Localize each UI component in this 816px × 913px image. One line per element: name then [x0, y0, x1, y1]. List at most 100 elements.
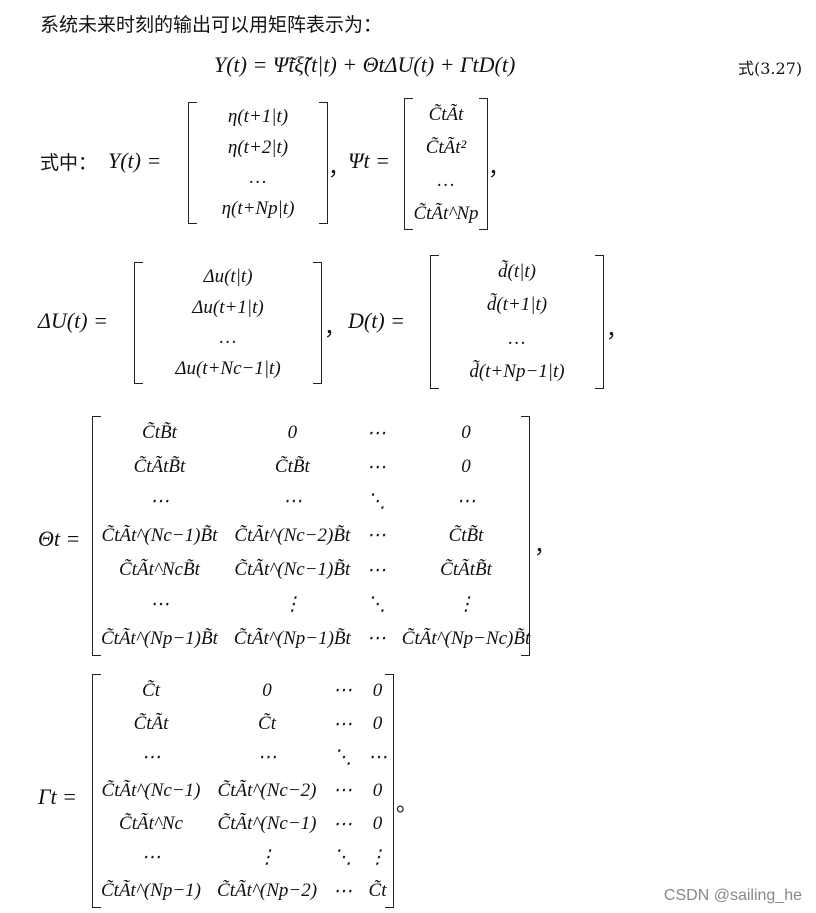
- gamma-cell: ⋯: [333, 813, 353, 835]
- deltau-vector-table: Δu(t|t) Δu(t+1|t) … Δu(t+Nc−1|t): [135, 262, 321, 384]
- theta-cell: ⋮: [456, 594, 476, 616]
- gamma-cell: C̃tÃt: [133, 713, 169, 735]
- theta-cell: ⋯: [149, 594, 169, 616]
- theta-cell: 0: [461, 456, 471, 478]
- gamma-cell: 0: [372, 679, 383, 701]
- psi-lhs: Ψt =: [348, 148, 390, 173]
- period: 。: [396, 792, 419, 817]
- deltau-row: Δu(t|t): [203, 266, 253, 288]
- comma: ，: [324, 316, 347, 341]
- d-row: …: [508, 327, 526, 349]
- psi-row: …: [437, 169, 455, 191]
- theta-cell: ⋮: [282, 594, 302, 616]
- gamma-cell: ⋯: [333, 780, 353, 802]
- comma: ，: [606, 318, 629, 343]
- gamma-cell: ⋯: [333, 713, 353, 735]
- gamma-cell: ⋯: [257, 747, 277, 769]
- psi-row: C̃tÃt^Np: [413, 202, 479, 224]
- gamma-cell: ⋱: [333, 847, 353, 869]
- psi-row: C̃tÃt²: [425, 136, 467, 158]
- deltau-lhs: ΔU(t) =: [38, 308, 108, 333]
- theta-matrix: C̃tB̃t 0 ⋯ 0 C̃tÃtB̃t C̃tB̃t ⋯ 0 ⋯ ⋯ ⋱ ⋯…: [92, 416, 530, 656]
- theta-cell: C̃tÃt^NcB̃t: [119, 559, 200, 581]
- theta-cell: ⋱: [366, 594, 386, 616]
- y-row: η(t+Np|t): [221, 197, 295, 219]
- psi-row: C̃tÃt: [428, 103, 464, 125]
- theta-cell: C̃tB̃t: [142, 422, 177, 444]
- gamma-cell: ⋯: [141, 747, 161, 769]
- deltau-row: Δu(t+Nc−1|t): [175, 357, 281, 379]
- gamma-cell: C̃tÃt^(Np−2): [217, 880, 318, 902]
- y-row: η(t+1|t): [227, 106, 289, 128]
- deltau-row: Δu(t+1|t): [192, 296, 264, 318]
- theta-cell: C̃tB̃t: [448, 524, 484, 546]
- theta-cell: ⋯: [366, 422, 386, 444]
- psi-matrix: C̃tÃt C̃tÃt² … C̃tÃt^Np: [404, 98, 488, 230]
- theta-cell: C̃tÃt^(Np−1)B̃t: [101, 627, 218, 649]
- theta-cell: C̃tB̃t: [274, 456, 310, 478]
- y-matrix: η(t+1|t) η(t+2|t) … η(t+Np|t): [188, 102, 328, 224]
- psi-vector-table: C̃tÃt C̃tÃt² … C̃tÃt^Np: [405, 98, 487, 230]
- theta-cell: C̃tÃt^(Np−Nc)B̃t: [401, 627, 531, 649]
- gamma-cell: C̃t: [368, 880, 387, 902]
- y-lhs: Y(t) =: [108, 148, 162, 173]
- gamma-cell: ⋯: [333, 680, 353, 702]
- gamma-cell: C̃t: [142, 679, 160, 701]
- gamma-matrix: C̃t 0 ⋯ 0 C̃tÃt C̃t ⋯ 0 ⋯ ⋯ ⋱ ⋯ C̃tÃt^(N…: [92, 674, 394, 908]
- theta-cell: ⋱: [366, 491, 386, 513]
- theta-cell: C̃tÃtB̃t: [133, 456, 186, 478]
- y-vector-table: η(t+1|t) η(t+2|t) … η(t+Np|t): [189, 102, 327, 224]
- gamma-cell: 0: [372, 713, 383, 735]
- gamma-cell: ⋯: [333, 880, 353, 902]
- gamma-cell: ⋮: [368, 847, 388, 869]
- y-row: …: [249, 167, 267, 189]
- theta-cell: ⋯: [149, 491, 169, 513]
- d-matrix: d̃(t|t) d̃(t+1|t) … d̃(t+Np−1|t): [430, 255, 604, 389]
- theta-cell: C̃tÃt^(Nc−1)B̃t: [101, 524, 218, 546]
- y-row: η(t+2|t): [227, 136, 289, 158]
- theta-matrix-table: C̃tB̃t 0 ⋯ 0 C̃tÃtB̃t C̃tB̃t ⋯ 0 ⋯ ⋯ ⋱ ⋯…: [93, 416, 538, 656]
- intro-text: 系统未来时刻的输出可以用矩阵表示为：: [40, 14, 383, 36]
- theta-cell: ⋯: [366, 525, 386, 547]
- gamma-cell: C̃tÃt^(Nc−1): [101, 779, 201, 801]
- deltau-row: …: [219, 327, 237, 349]
- gamma-lhs: Γt =: [38, 784, 77, 809]
- theta-cell: ⋯: [456, 491, 476, 513]
- theta-cell: C̃tÃt^(Np−1)B̃t: [233, 627, 351, 649]
- d-lhs: D(t) =: [348, 308, 405, 333]
- theta-cell: ⋯: [366, 559, 386, 581]
- theta-cell: 0: [461, 422, 471, 444]
- gamma-cell: ⋯: [141, 847, 161, 869]
- comma: ，: [488, 156, 511, 181]
- gamma-cell: ⋯: [368, 747, 388, 769]
- d-vector-table: d̃(t|t) d̃(t+1|t) … d̃(t+Np−1|t): [431, 255, 603, 389]
- gamma-cell: C̃tÃt^Nc: [119, 813, 183, 835]
- watermark: CSDN @sailing_he: [663, 887, 802, 904]
- d-row: d̃(t|t): [498, 260, 536, 282]
- theta-lhs: Θt =: [38, 526, 81, 551]
- gamma-cell: 0: [372, 813, 383, 835]
- gamma-cell: C̃tÃt^(Nc−2): [217, 779, 317, 801]
- theta-cell: ⋯: [282, 491, 302, 513]
- gamma-cell: ⋱: [333, 747, 353, 769]
- gamma-cell: 0: [372, 779, 383, 801]
- gamma-cell: C̃tÃt^(Nc−1): [217, 813, 317, 835]
- d-row: d̃(t+Np−1|t): [469, 361, 565, 383]
- gamma-cell: C̃tÃt^(Np−1): [101, 880, 202, 902]
- gamma-cell: C̃t: [258, 713, 276, 735]
- theta-cell: 0: [287, 422, 298, 444]
- gamma-cell: ⋮: [257, 847, 277, 869]
- theta-cell: C̃tÃt^(Nc−2)B̃t: [234, 524, 351, 546]
- equation-label: 式(3.27): [738, 59, 803, 78]
- theta-cell: ⋯: [366, 628, 386, 650]
- gamma-cell: 0: [262, 679, 272, 701]
- comma: ，: [534, 534, 557, 559]
- deltau-matrix: Δu(t|t) Δu(t+1|t) … Δu(t+Nc−1|t): [134, 262, 322, 384]
- theta-cell: ⋯: [366, 456, 386, 478]
- theta-cell: C̃tÃt^(Nc−1)B̃t: [234, 559, 351, 581]
- theta-cell: C̃tÃtB̃t: [440, 559, 492, 581]
- d-row: d̃(t+1|t): [486, 294, 548, 316]
- gamma-matrix-table: C̃t 0 ⋯ 0 C̃tÃt C̃t ⋯ 0 ⋯ ⋯ ⋱ ⋯ C̃tÃt^(N…: [93, 674, 395, 908]
- comma: ，: [328, 156, 351, 181]
- main-equation: Y(t) = Ψ̃tξ̃(t|t) + ΘtΔU(t) + ΓtD(t): [214, 52, 516, 77]
